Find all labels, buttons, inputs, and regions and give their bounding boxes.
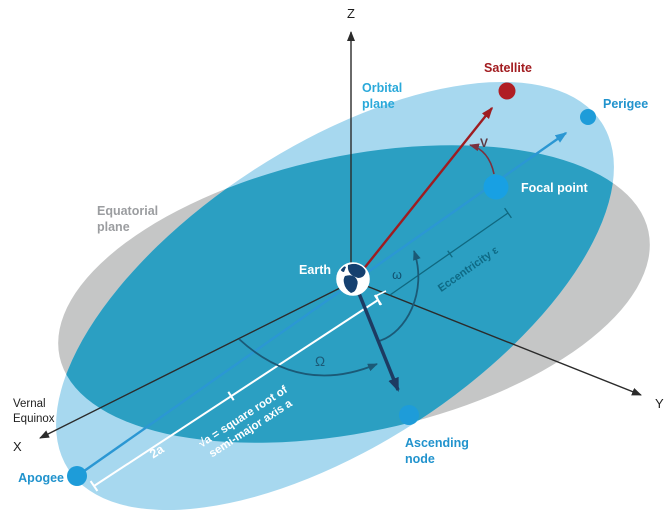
ascending-node-arrow [352,280,400,392]
equatorial-plane-label-line2: plane [97,220,130,234]
perigee-point [580,109,596,125]
equatorial-plane-label-line1: Equatorial [97,204,158,218]
ascending-node-label-line1: Ascending [405,436,469,450]
raan-label: Ω [315,354,325,369]
eccentricity-mid-tick [447,250,453,258]
earth-landmass-africa [343,275,358,293]
earth-landmass-eurasia [347,263,366,278]
satellite-vector [353,106,493,282]
argument-of-perigee-arc [378,250,421,342]
ascending-node-point [399,405,419,425]
orbital-plane-label-line2: plane [362,97,395,111]
focal-point [483,174,509,200]
earth-outline [336,262,370,296]
right-angle-mark [375,290,387,306]
focal-point-label: Focal point [521,181,589,195]
y-axis [353,280,642,396]
eccentricity-end-tick [504,207,512,219]
two-a-mid-tick [227,391,235,401]
apogee-label: Apogee [18,471,64,485]
satellite-label: Satellite [484,61,532,75]
apogee-point [67,466,87,486]
perigee-label: Perigee [603,97,648,111]
raan-arc [238,338,378,377]
x-axis [39,280,355,439]
earth-label: Earth [299,263,331,277]
true-anomaly-arc [469,143,495,175]
argument-of-perigee-label: ω [392,268,402,282]
x-axis-label: X [13,439,22,454]
ascending-node-label-line2: node [405,452,435,466]
two-a-end-tick-apogee [89,480,99,492]
vernal-equinox-label-line2: Equinox [13,413,55,425]
eccentricity-line [389,212,509,296]
vernal-equinox-label-line1: Vernal [13,398,46,410]
z-axis-label: Z [347,6,355,21]
earth-globe [336,262,370,296]
y-axis-label: Y [655,396,664,411]
orbital-plane-label-line1: Orbital [362,81,402,95]
satellite-point [498,82,516,100]
two-a-line [93,299,379,487]
true-anomaly-label: V [480,136,488,150]
